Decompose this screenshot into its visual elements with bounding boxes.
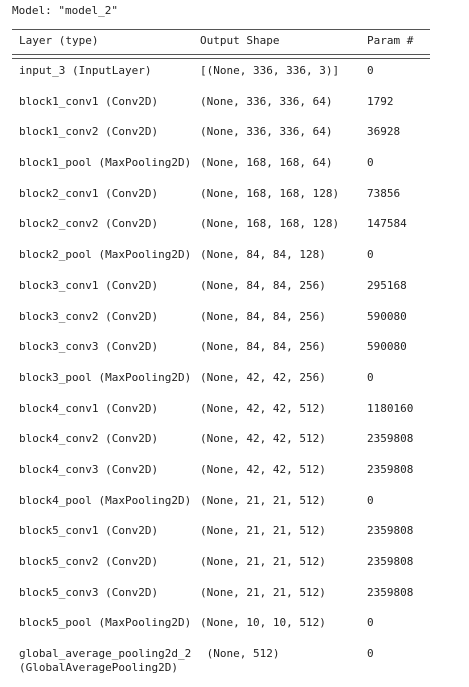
table-row: block5_conv1 (Conv2D) (None, 21, 21, 512…	[12, 524, 442, 555]
param-count: 0	[367, 370, 374, 384]
output-shape: (None, 84, 84, 128)	[200, 248, 326, 262]
layer-name: block2_pool (MaxPooling2D)	[19, 248, 192, 262]
layer-name: block2_conv1 (Conv2D)	[19, 186, 159, 200]
param-count: 73856	[367, 186, 401, 200]
header-double-separator	[12, 54, 430, 59]
param-count: 590080	[367, 309, 407, 323]
layer-name: block5_conv1 (Conv2D)	[19, 524, 159, 538]
param-count: 2359808	[367, 585, 414, 599]
table-row: block3_conv3 (Conv2D) (None, 84, 84, 256…	[12, 340, 442, 371]
column-header-output-shape: Output Shape	[200, 34, 280, 47]
param-count: 36928	[367, 125, 401, 139]
model-title: Model: "model_2"	[12, 4, 118, 17]
table-row: block4_conv3 (Conv2D) (None, 42, 42, 512…	[12, 463, 442, 494]
layer-name: block4_conv2 (Conv2D)	[19, 432, 159, 446]
layer-name: block2_conv2 (Conv2D)	[19, 217, 159, 231]
table-row: block1_pool (MaxPooling2D) (None, 168, 1…	[12, 156, 442, 187]
output-shape: (None, 168, 168, 128)	[200, 217, 340, 231]
param-count: 2359808	[367, 462, 414, 476]
table-row: block4_conv2 (Conv2D) (None, 42, 42, 512…	[12, 432, 442, 463]
param-count: 2359808	[367, 555, 414, 568]
layer-name: block3_conv1 (Conv2D)	[19, 278, 159, 292]
layer-name: block5_conv2 (Conv2D)	[19, 555, 159, 568]
layer-name: block5_conv3 (Conv2D)	[19, 585, 159, 599]
table-row: block2_conv1 (Conv2D) (None, 168, 168, 1…	[12, 187, 442, 218]
output-shape: (None, 42, 42, 256)	[200, 370, 326, 384]
param-count: 295168	[367, 278, 407, 292]
table-row: block1_conv1 (Conv2D) (None, 336, 336, 6…	[12, 95, 442, 126]
output-shape: (None, 42, 42, 512)	[200, 432, 326, 446]
param-count: 2359808	[367, 524, 414, 538]
output-shape: (None, 42, 42, 512)	[200, 401, 326, 415]
param-count: 0	[367, 616, 374, 630]
param-count: 1792	[367, 94, 394, 108]
param-count: 1180160	[367, 401, 414, 415]
column-header-param: Param #	[367, 34, 414, 47]
output-shape: (None, 42, 42, 512)	[200, 462, 326, 476]
layer-name: block3_conv3 (Conv2D)	[19, 340, 159, 354]
output-shape: (None, 21, 21, 512)	[200, 524, 326, 538]
output-shape: (None, 512)	[200, 647, 280, 661]
param-count: 0	[367, 248, 374, 262]
output-shape: (None, 10, 10, 512)	[200, 616, 326, 630]
layer-name: global_average_pooling2d_2 (GlobalAverag…	[19, 647, 192, 675]
layer-name: block1_conv2 (Conv2D)	[19, 125, 159, 139]
table-row: input_3 (InputLayer) [(None, 336, 336, 3…	[12, 64, 442, 95]
output-shape: (None, 84, 84, 256)	[200, 278, 326, 292]
table-row: block1_conv2 (Conv2D) (None, 336, 336, 6…	[12, 125, 442, 156]
layer-name: input_3 (InputLayer)	[19, 64, 152, 77]
table-row: block3_conv1 (Conv2D) (None, 84, 84, 256…	[12, 279, 442, 310]
param-count: 147584	[367, 217, 407, 231]
column-header-layer: Layer (type)	[19, 34, 99, 47]
table-row: block2_conv2 (Conv2D) (None, 168, 168, 1…	[12, 217, 442, 248]
layer-name: block1_conv1 (Conv2D)	[19, 94, 159, 108]
output-shape: (None, 21, 21, 512)	[200, 555, 326, 568]
output-shape: (None, 336, 336, 64)	[200, 94, 333, 108]
table-row: block5_pool (MaxPooling2D) (None, 10, 10…	[12, 616, 442, 647]
output-shape: (None, 84, 84, 256)	[200, 309, 326, 323]
table-row: block3_pool (MaxPooling2D) (None, 42, 42…	[12, 371, 442, 402]
table-row: block5_conv3 (Conv2D) (None, 21, 21, 512…	[12, 586, 442, 617]
layer-name: block4_pool (MaxPooling2D)	[19, 493, 192, 507]
layer-name: block4_conv3 (Conv2D)	[19, 462, 159, 476]
layer-name: block4_conv1 (Conv2D)	[19, 401, 159, 415]
table-row: block4_conv1 (Conv2D) (None, 42, 42, 512…	[12, 402, 442, 433]
param-count: 590080	[367, 340, 407, 354]
table-header: Layer (type) Output Shape Param #	[12, 34, 442, 50]
header-separator-line	[12, 29, 430, 30]
output-shape: (None, 21, 21, 512)	[200, 493, 326, 507]
layer-name: block5_pool (MaxPooling2D)	[19, 616, 192, 630]
output-shape: (None, 84, 84, 256)	[200, 340, 326, 354]
param-count: 0	[367, 156, 374, 170]
layer-name: block1_pool (MaxPooling2D)	[19, 156, 192, 170]
output-shape: (None, 336, 336, 64)	[200, 125, 333, 139]
table-row: block5_conv2 (Conv2D) (None, 21, 21, 512…	[12, 555, 442, 586]
table-row: global_average_pooling2d_2 (GlobalAverag…	[12, 647, 442, 687]
layer-name: block3_conv2 (Conv2D)	[19, 309, 159, 323]
output-shape: (None, 168, 168, 128)	[200, 186, 340, 200]
output-shape: [(None, 336, 336, 3)]	[200, 64, 340, 77]
table-row: block4_pool (MaxPooling2D) (None, 21, 21…	[12, 494, 442, 525]
param-count: 0	[367, 647, 374, 661]
param-count: 2359808	[367, 432, 414, 446]
param-count: 0	[367, 64, 374, 77]
layer-name: block3_pool (MaxPooling2D)	[19, 370, 192, 384]
output-shape: (None, 168, 168, 64)	[200, 156, 333, 170]
param-count: 0	[367, 493, 374, 507]
table-row: block3_conv2 (Conv2D) (None, 84, 84, 256…	[12, 310, 442, 341]
table-row: block2_pool (MaxPooling2D) (None, 84, 84…	[12, 248, 442, 279]
output-shape: (None, 21, 21, 512)	[200, 585, 326, 599]
layer-table: input_3 (InputLayer) [(None, 336, 336, 3…	[12, 64, 442, 687]
